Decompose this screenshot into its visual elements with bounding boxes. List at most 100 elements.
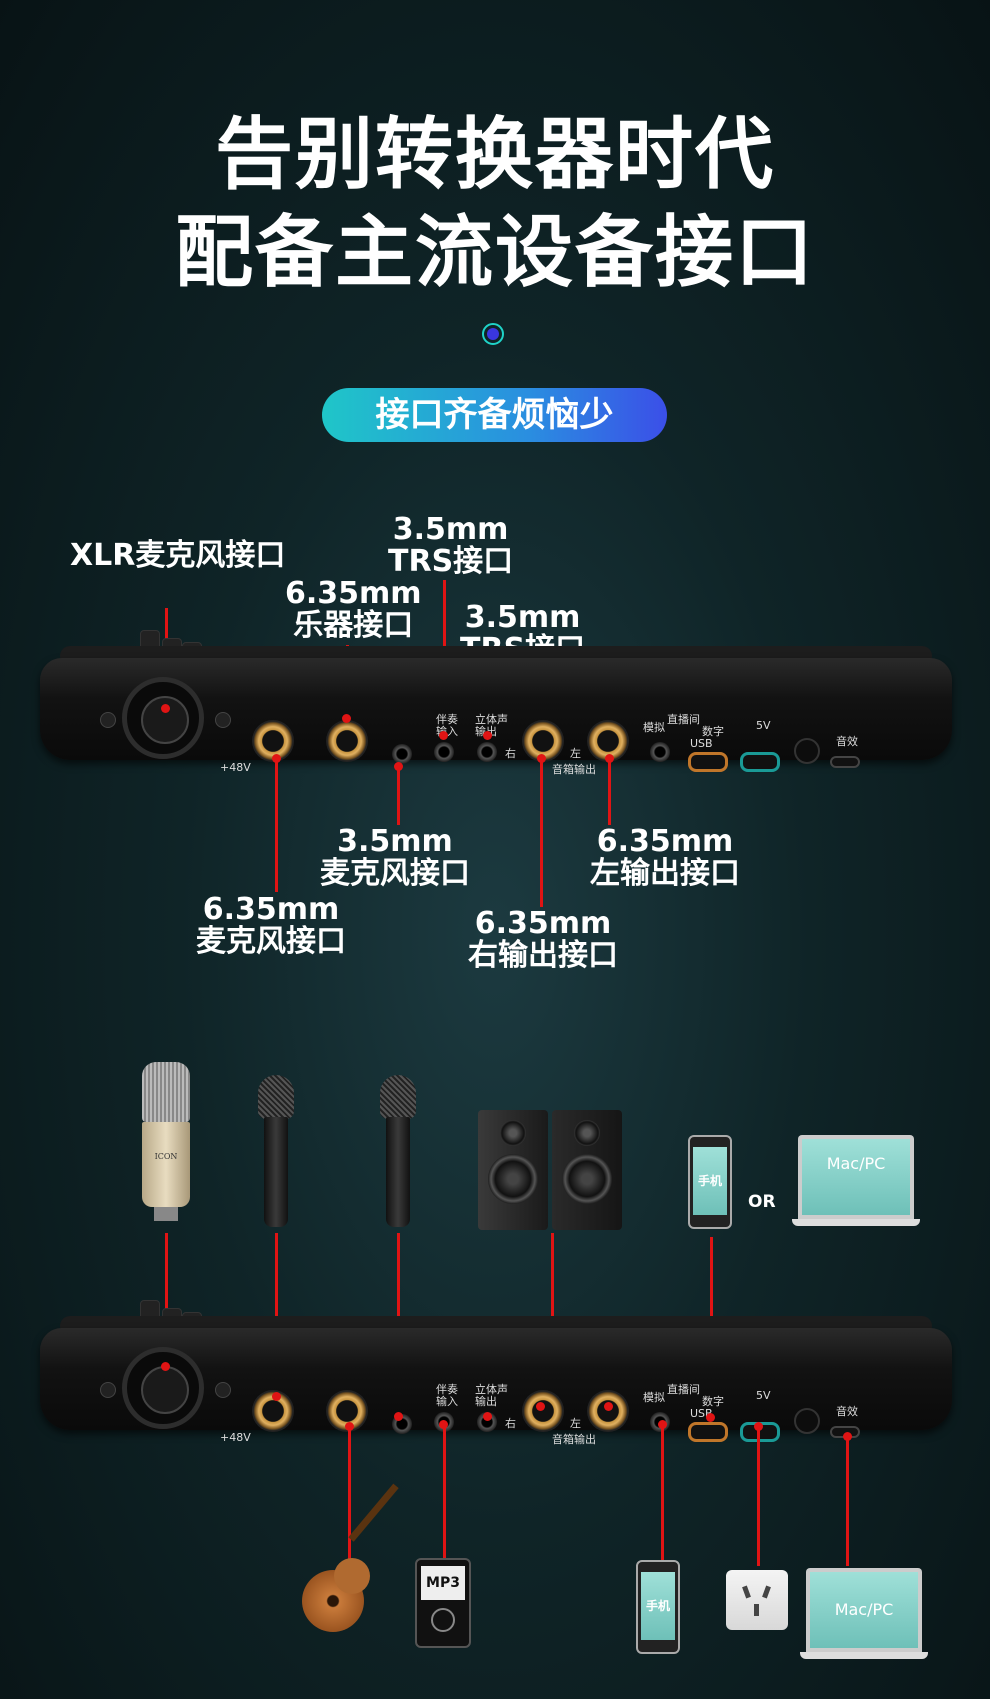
speaker-out-label: 音箱输出	[552, 763, 596, 776]
leader-dot	[161, 704, 170, 713]
callout-mic-35-name: 麦克风接口	[320, 856, 470, 891]
effects-label: 音效	[836, 1405, 858, 1418]
or-label: OR	[748, 1192, 776, 1212]
right-out-jack	[522, 1390, 564, 1432]
leader-dot	[342, 714, 351, 723]
dynamic-mic-image	[258, 1075, 294, 1230]
leader-line	[275, 1233, 278, 1396]
phantom-label: +48V	[220, 761, 251, 774]
accomp-in-label: 伴奏 输入	[436, 1383, 458, 1408]
accomp-in-jack	[434, 742, 454, 762]
callout-mic-635-name: 麦克风接口	[196, 924, 346, 959]
leader-line	[757, 1426, 760, 1566]
mp3-screen-label: MP3	[421, 1566, 465, 1600]
screw-icon	[215, 1382, 231, 1398]
screw-icon	[215, 712, 231, 728]
right-label: 右	[505, 1417, 516, 1430]
callout-trs-1-name: TRS接口	[388, 544, 514, 579]
mp3-player-image: MP3	[415, 1558, 471, 1648]
callout-xlr: XLR麦克风接口	[70, 538, 286, 573]
live-room-label: 直播间	[667, 1383, 700, 1396]
effects-label: 音效	[836, 735, 858, 748]
live-room-label: 直播间	[667, 713, 700, 726]
leader-dot	[536, 1402, 545, 1411]
subtitle-pill: 接口齐备烦恼少	[322, 388, 667, 442]
callout-instrument-name: 乐器接口	[293, 608, 414, 643]
laptop-screen-label: Mac/PC	[810, 1572, 918, 1648]
speaker-right-image	[552, 1110, 622, 1230]
instrument-635-jack	[326, 720, 368, 762]
leader-line	[661, 1424, 664, 1564]
callout-mic-635-size: 6.35mm	[202, 892, 340, 927]
leader-line	[540, 757, 543, 907]
speaker-out-label: 音箱输出	[552, 1433, 596, 1446]
usb-c-power-port	[740, 752, 780, 772]
xlr-port	[122, 677, 204, 759]
leader-dot	[706, 1413, 715, 1422]
callout-left-out-name: 左输出接口	[590, 856, 740, 891]
leader-line	[397, 765, 400, 825]
leader-dot	[394, 1412, 403, 1421]
leader-line	[275, 757, 278, 892]
analog-jack	[650, 742, 670, 762]
digital-label: 数字	[702, 1395, 724, 1408]
laptop-image: Mac/PC	[800, 1568, 928, 1663]
effects-port	[830, 756, 860, 768]
power-icon	[794, 738, 820, 764]
laptop-image: Mac/PC	[792, 1135, 920, 1230]
sound-card-rear-panel-bottom: +48V 伴奏 输入 立体声 输出 右 左 音箱输出 模拟 直播间 数字 USB…	[40, 1300, 952, 1446]
analog-label: 模拟	[643, 721, 665, 734]
left-label: 左	[570, 747, 581, 760]
usb-label: USB	[690, 737, 713, 750]
phantom-label: +48V	[220, 1431, 251, 1444]
callout-left-out: 6.35mm 左输出接口	[590, 826, 740, 890]
stereo-out-label: 立体声 输出	[475, 1383, 508, 1408]
callout-mic-35: 3.5mm 麦克风接口	[320, 826, 470, 890]
callout-instrument-size: 6.35mm	[285, 576, 422, 611]
xlr-port	[122, 1347, 204, 1429]
leader-dot	[483, 1412, 492, 1421]
leader-line	[348, 1426, 351, 1566]
laptop-screen-label: Mac/PC	[802, 1139, 910, 1215]
headline-line-2: 配备主流设备接口	[174, 208, 815, 298]
callout-right-out-size: 6.35mm	[474, 906, 612, 941]
right-label: 右	[505, 747, 516, 760]
callout-left-out-size: 6.35mm	[596, 824, 734, 859]
phone-screen-label: 手机	[693, 1147, 727, 1215]
headline-line-1: 告别转换器时代	[214, 110, 775, 200]
phone-screen-label: 手机	[641, 1572, 675, 1640]
power-icon	[794, 1408, 820, 1434]
five-v-label: 5V	[756, 719, 771, 732]
leader-dot	[439, 731, 448, 740]
leader-line	[551, 1233, 554, 1336]
condenser-mic-image: ICON	[142, 1062, 190, 1222]
speaker-left-image	[478, 1110, 548, 1230]
decorative-dot-icon	[482, 323, 504, 345]
mic-35-jack	[392, 744, 412, 764]
dynamic-mic-image	[380, 1075, 416, 1230]
phone-image: 手机	[688, 1135, 732, 1229]
leader-line	[443, 1424, 446, 1564]
left-out-jack	[587, 1390, 629, 1432]
leader-line	[846, 1436, 849, 1566]
leader-dot	[161, 1362, 170, 1371]
leader-line	[608, 757, 611, 825]
callout-trs-2-size: 3.5mm	[464, 600, 581, 635]
leader-dot	[483, 731, 492, 740]
callout-right-out: 6.35mm 右输出接口	[468, 908, 618, 972]
callout-instrument: 6.35mm 乐器接口	[285, 578, 422, 642]
stereo-out-jack	[477, 1412, 497, 1432]
callout-mic-35-size: 3.5mm	[337, 824, 453, 859]
stereo-out-jack	[477, 742, 497, 762]
acoustic-guitar-image	[296, 1483, 416, 1640]
screw-icon	[100, 1382, 116, 1398]
five-v-label: 5V	[756, 1389, 771, 1402]
callout-mic-635: 6.35mm 麦克风接口	[196, 894, 346, 958]
leader-dot	[604, 1402, 613, 1411]
callout-trs-1-size: 3.5mm	[392, 512, 509, 547]
leader-line	[165, 1233, 168, 1365]
leader-dot	[272, 1392, 281, 1401]
usb-c-digital-port	[688, 1422, 728, 1442]
usb-c-digital-port	[688, 752, 728, 772]
mic-brand-label: ICON	[154, 1152, 178, 1161]
